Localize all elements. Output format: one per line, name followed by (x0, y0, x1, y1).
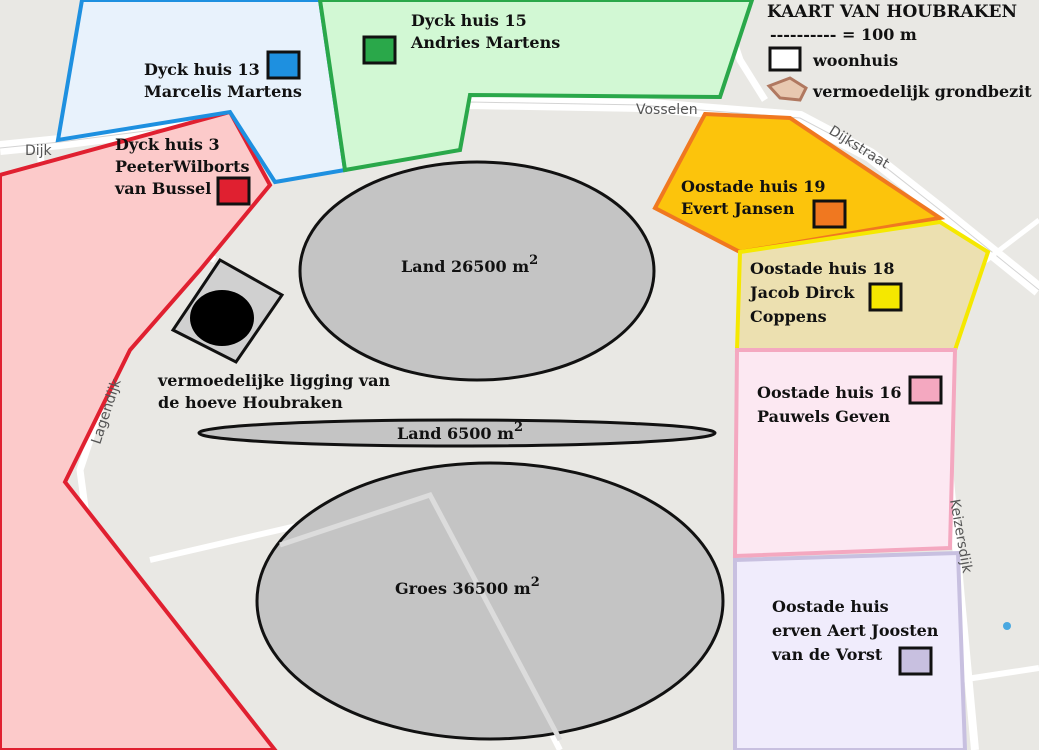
parcel-oostade-18 (734, 219, 991, 352)
label-oostade-erven: Oostade huis erven Aert Joosten van de V… (771, 597, 944, 664)
road-label-dijk: Dijk (25, 143, 53, 159)
parcel-dyck-13 (55, 0, 348, 185)
label-oostade-19: Oostade huis 19 Evert Jansen (681, 177, 831, 218)
label-dyck-3: Dyck huis 3 PeeterWilborts van Bussel (114, 135, 255, 198)
legend-title: KAART VAN HOUBRAKEN (767, 2, 1017, 22)
parcel-dyck-15 (317, 0, 755, 173)
legend-land-label: vermoedelijk grondbezit (812, 82, 1032, 101)
house-dyck-13 (266, 50, 301, 80)
legend-scale: ---------- = 100 m (770, 25, 917, 44)
parcel-oostade-erven (733, 550, 968, 750)
house-oostade-erven (898, 646, 933, 676)
label-land-26500: Land 26500 m2 (401, 253, 538, 276)
label-hoeve: vermoedelijke ligging van de hoeve Houbr… (157, 371, 396, 412)
road-label-vosselen: Vosselen (636, 102, 698, 118)
label-dyck-13: Dyck huis 13 Marcelis Martens (144, 60, 302, 101)
house-oostade-16 (908, 375, 943, 405)
legend-house-label: woonhuis (812, 51, 898, 70)
label-land-6500: Land 6500 m2 (397, 420, 523, 443)
house-oostade-18 (868, 282, 903, 312)
legend-house-icon (768, 46, 802, 72)
field-groes-36500 (255, 461, 725, 741)
hoeve-marker (170, 258, 285, 364)
house-dyck-3 (216, 176, 251, 206)
legend: KAART VAN HOUBRAKEN ---------- = 100 m w… (766, 2, 1032, 102)
field-land-26500 (298, 160, 656, 382)
house-dyck-15 (362, 35, 397, 65)
parcel-oostade-16 (732, 348, 958, 559)
house-oostade-19 (812, 199, 847, 229)
label-groes-36500: Groes 36500 m2 (395, 575, 540, 598)
field-land-6500 (197, 418, 717, 448)
legend-land-icon (766, 76, 808, 102)
label-oostade-18: Oostade huis 18 Jacob Dirck Coppens (748, 259, 900, 326)
label-dyck-15: Dyck huis 15 Andries Martens (410, 11, 560, 52)
label-oostade-16: Oostade huis 16 Pauwels Geven (757, 383, 907, 426)
